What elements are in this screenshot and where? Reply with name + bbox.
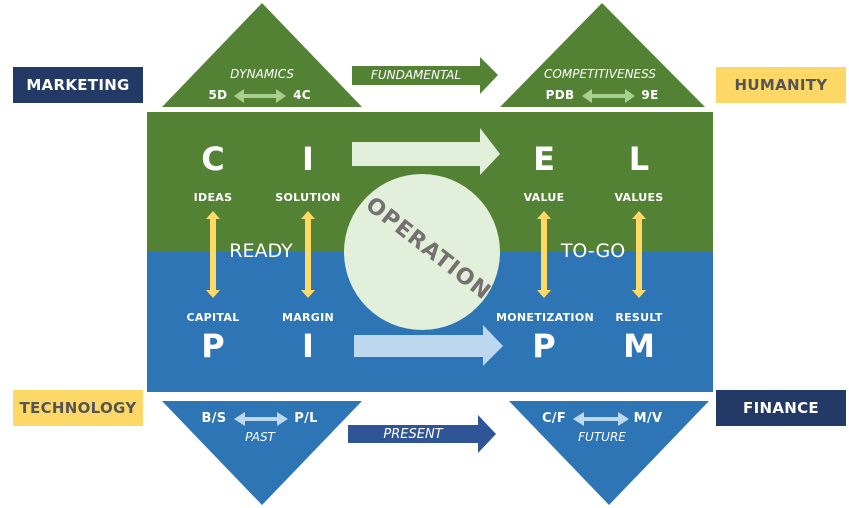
fundamental-label: FUNDAMENTAL [370,68,462,82]
letter-p-monetization: P [532,327,556,365]
future-right: M/V [633,411,663,426]
finance-label: FINANCE [716,390,846,426]
letter-c: C [201,140,225,178]
future-left: C/F [541,411,567,426]
future-triangle [509,401,709,505]
values-result-arrow [632,211,646,298]
togo-label: TO-GO [560,240,626,262]
label-result: RESULT [615,311,663,324]
marketing-label: MARKETING [13,67,143,103]
operation-circle [344,174,500,330]
ideas-capital-arrow [206,211,220,298]
past-title: PAST [245,430,275,444]
competitiveness-double-arrow [582,89,635,103]
past-triangle [162,401,362,505]
past-left: B/S [201,411,227,426]
past-double-arrow [234,412,288,426]
label-capital: CAPITAL [186,311,240,324]
past-right: P/L [294,411,318,426]
letter-p-lower: P [201,327,225,365]
letter-l: L [628,140,650,178]
letter-e: E [533,140,555,178]
lower-flow-arrow [354,325,503,366]
solution-margin-arrow [301,211,315,298]
letter-i-lower: I [302,327,314,365]
letter-i-upper: I [302,140,314,178]
present-arrow [348,415,496,453]
dynamics-double-arrow [234,89,286,103]
value-monetization-arrow [537,211,551,298]
competitiveness-triangle [500,3,705,107]
technology-label: TECHNOLOGY [13,390,143,426]
label-ideas: IDEAS [193,191,233,204]
label-solution: SOLUTION [275,191,341,204]
label-values: VALUES [614,191,664,204]
ready-label: READY [229,240,293,262]
fundamental-arrow [352,57,498,94]
upper-flow-arrow [352,128,500,175]
present-label: PRESENT [383,427,443,442]
competitiveness-left: PDB [545,88,575,102]
future-double-arrow [573,412,629,426]
label-value: VALUE [523,191,565,204]
competitiveness-right: 9E [641,88,659,102]
dynamics-triangle [162,3,362,107]
dynamics-title: DYNAMICS [230,67,294,81]
dynamics-left: 5D [208,88,228,102]
letter-m: M [623,327,655,365]
label-monetization: MONETIZATION [495,311,594,324]
vertical-arrows [206,211,646,298]
humanity-label: HUMANITY [716,67,846,103]
future-title: FUTURE [578,430,626,444]
label-margin: MARGIN [281,311,335,324]
competitiveness-title: COMPETITIVENESS [544,67,656,81]
dynamics-right: 4C [293,88,311,102]
